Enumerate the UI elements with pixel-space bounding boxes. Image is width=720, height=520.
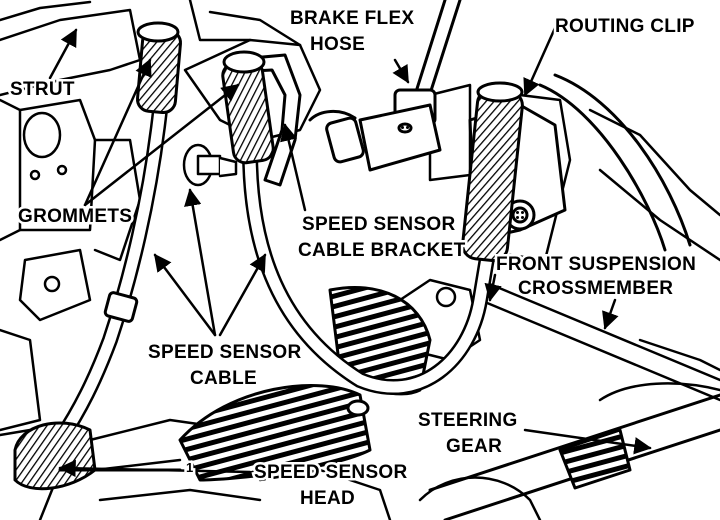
leader-bracket [280, 123, 307, 212]
leader-cable-1 [153, 253, 217, 337]
routing-clip-grommet [461, 81, 524, 263]
leader-brake-hose [392, 58, 410, 84]
label-cable-bracket-line1: SPEED SENSOR [302, 214, 456, 235]
leader-lines [48, 26, 652, 478]
label-sensor-head-line1: SPEED SENSOR [254, 462, 408, 483]
label-crossmember-line1: FRONT SUSPENSION [496, 254, 696, 275]
label-cable-line1: SPEED SENSOR [148, 342, 302, 363]
leader-crossmember-2 [602, 298, 619, 330]
brake-flex-hose [308, 0, 462, 172]
label-brake-flex-hose-line2: HOSE [310, 34, 365, 55]
leader-sensor-head [58, 459, 252, 478]
callout-labels: STRUT BRAKE FLEX HOSE ROUTING CLIP GROMM… [8, 6, 699, 512]
label-crossmember-line2: CROSSMEMBER [518, 278, 673, 299]
label-cable-line2: CABLE [190, 368, 257, 389]
stud-bolt [182, 143, 238, 187]
leader-routing-clip [523, 26, 557, 97]
reference-number: 1 [186, 460, 194, 475]
leader-cable-2 [218, 253, 267, 337]
label-steering-gear-line1: STEERING [418, 410, 518, 431]
leader-cable-3 [184, 188, 217, 337]
speed-sensor-cable-left [52, 102, 168, 448]
leader-grommet-2 [83, 83, 240, 207]
front-suspension-crossmember-shape [538, 73, 692, 252]
leader-grommet-1 [83, 58, 152, 207]
speed-sensor-head-shape [13, 421, 182, 491]
leader-strut [48, 28, 78, 80]
leader-steering-gear [523, 428, 652, 455]
label-cable-bracket-line2: CABLE BRACKET [298, 240, 466, 261]
label-sensor-head-line2: HEAD [300, 488, 355, 509]
label-routing-clip: ROUTING CLIP [555, 16, 695, 37]
label-strut: STRUT [10, 79, 75, 100]
leader-crossmember-1 [484, 273, 502, 302]
label-brake-flex-hose-line1: BRAKE FLEX [290, 8, 414, 29]
speed-sensor-cable-right [242, 142, 498, 395]
label-grommets: GROMMETS [18, 206, 132, 227]
label-steering-gear-line2: GEAR [446, 436, 502, 457]
grommet-left [135, 21, 183, 114]
steering-rack-shaft [428, 393, 720, 520]
